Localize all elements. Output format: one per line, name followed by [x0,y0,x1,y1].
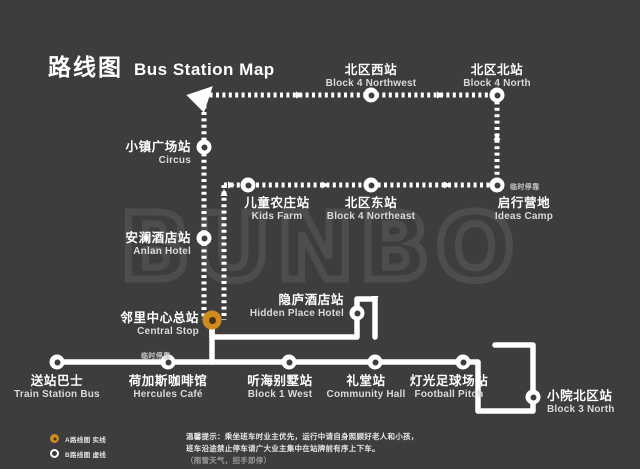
station-marker-block1-west[interactable] [281,354,297,370]
station-label-hercules-cafe: 荷加斯咖啡馆 Hercules Café [129,374,208,400]
legend-item-route-a: A路线图 实线 [50,432,106,445]
legend-label-route-b: B路线图 虚线 [65,451,107,459]
station-label-block1-west: 听海别墅站 Block 1 West [247,374,313,400]
station-label-ideas-camp: 启行营地 Ideas Camp [495,196,553,222]
station-marker-circus[interactable] [196,139,212,155]
station-dot [489,177,505,193]
station-label-en: Ideas Camp [494,211,554,222]
station-label-en: Block 3 North [547,404,615,415]
station-dot [489,87,505,103]
station-label-cn: 隐庐酒店站 [278,293,344,307]
station-marker-block4-north[interactable] [489,87,505,103]
station-label-cn: 北区西站 [344,63,398,77]
station-label-en: Train Station Bus [14,389,100,400]
station-label-cn: 小院北区站 [547,389,613,403]
station-label-community-hall: 礼堂站 Community Hall [327,374,406,400]
station-label-cn: 听海别墅站 [247,374,313,388]
station-label-block4-north: 北区北站 Block 4 North [463,63,531,89]
temp-stop-note-hercules-cafe: 临时停靠 [141,353,171,360]
station-label-hidden-place: 隐庐酒店站 Hidden Place Hotel [250,293,344,319]
station-label-en: Football Pitch [414,389,484,400]
station-dot [455,354,471,370]
station-label-cn: 启行营地 [497,196,551,210]
station-marker-block3-north[interactable] [525,389,541,405]
station-label-block3-north: 小院北区站 Block 3 North [547,389,615,415]
station-marker-block4-northwest[interactable] [363,87,379,103]
station-dot [363,87,379,103]
station-label-cn: 邻里中心总站 [120,311,199,325]
station-label-cn: 北区北站 [470,63,524,77]
station-label-block4-northwest: 北区西站 Block 4 Northwest [326,63,417,89]
station-marker-train-station-bus[interactable] [49,354,65,370]
station-dot [240,177,256,193]
page-title: 路线图 Bus Station Map [48,48,275,82]
station-marker-block4-northeast[interactable] [363,177,379,193]
station-dot [363,177,379,193]
station-marker-central-stop[interactable] [202,310,222,330]
station-label-central-stop: 邻里中心总站 Central Stop [120,311,199,337]
station-label-en: Hidden Place Hotel [249,308,344,319]
temp-stop-note-ideas-camp: 临时停靠 [510,184,540,191]
station-label-en: Hercules Café [133,389,203,400]
station-marker-kids-farm[interactable] [240,177,256,193]
station-label-cn: 荷加斯咖啡馆 [128,374,208,388]
station-label-en: Block 4 Northeast [326,211,416,222]
station-dot [349,305,365,321]
station-label-en: Block 4 Northwest [325,78,417,89]
station-label-train-station-bus: 送站巴士 Train Station Bus [14,374,100,400]
station-label-cn: 儿童农庄站 [244,196,310,210]
station-marker-community-hall[interactable] [367,354,383,370]
legend-label-route-a: A路线图 实线 [65,436,107,444]
notice-line-3: （雨雪天气，招手即停） [186,456,272,466]
notice-line-1: 温馨提示：乘坐班车时业主优先，运行中请自身照顾好老人和小孩， [186,432,419,441]
station-marker-hidden-place[interactable] [349,305,365,321]
station-label-block4-northeast: 北区东站 Block 4 Northeast [327,196,415,222]
station-dot [525,389,541,405]
station-label-cn: 礼堂站 [346,374,386,388]
station-label-cn: 灯光足球场站 [409,374,489,388]
page-title-en: Bus Station Map [134,60,275,79]
station-marker-anlan-hotel[interactable] [196,230,212,246]
station-label-football-pitch: 灯光足球场站 Football Pitch [410,374,489,400]
station-dot-hub [202,310,222,330]
route-b-marker-icon [50,449,59,458]
station-marker-football-pitch[interactable] [455,354,471,370]
station-label-en: Circus [158,155,191,166]
route-b-arrows [220,91,501,196]
station-marker-ideas-camp[interactable] [489,177,505,193]
route-a-arrows [371,296,379,303]
station-label-cn: 送站巴士 [30,374,84,388]
station-dot [196,230,212,246]
station-label-en: Anlan Hotel [133,246,191,257]
station-dot [281,354,297,370]
legend-item-route-b: B路线图 虚线 [50,447,106,460]
station-marker-hercules-cafe[interactable] [160,354,176,370]
route-a-marker-icon [50,434,59,443]
station-label-en: Community Hall [326,389,406,400]
station-label-cn: 安澜酒店站 [125,231,191,245]
page-title-cn: 路线图 [48,54,123,80]
station-dot [196,139,212,155]
station-label-en: Central Stop [137,326,199,337]
legend: A路线图 实线 B路线图 虚线 [50,432,106,462]
notice-line-2: 班车沿途禁止停车请广大业主集中在站牌前有序上下车。 [186,444,380,454]
station-label-circus: 小镇广场站 Circus [125,140,191,166]
notice-block: 温馨提示：乘坐班车时业主优先，运行中请自身照顾好老人和小孩， 班车沿途禁止停车请… [186,432,486,468]
station-label-kids-farm: 儿童农庄站 Kids Farm [244,196,310,222]
station-dot [367,354,383,370]
station-label-en: Block 1 West [247,389,313,400]
station-dot [160,354,176,370]
station-label-en: Kids Farm [251,211,303,222]
station-label-cn: 北区东站 [344,196,398,210]
station-dot [49,354,65,370]
station-label-anlan-hotel: 安澜酒店站 Anlan Hotel [125,231,191,257]
station-label-cn: 小镇广场站 [125,140,191,154]
station-label-en: Block 4 North [463,78,531,89]
